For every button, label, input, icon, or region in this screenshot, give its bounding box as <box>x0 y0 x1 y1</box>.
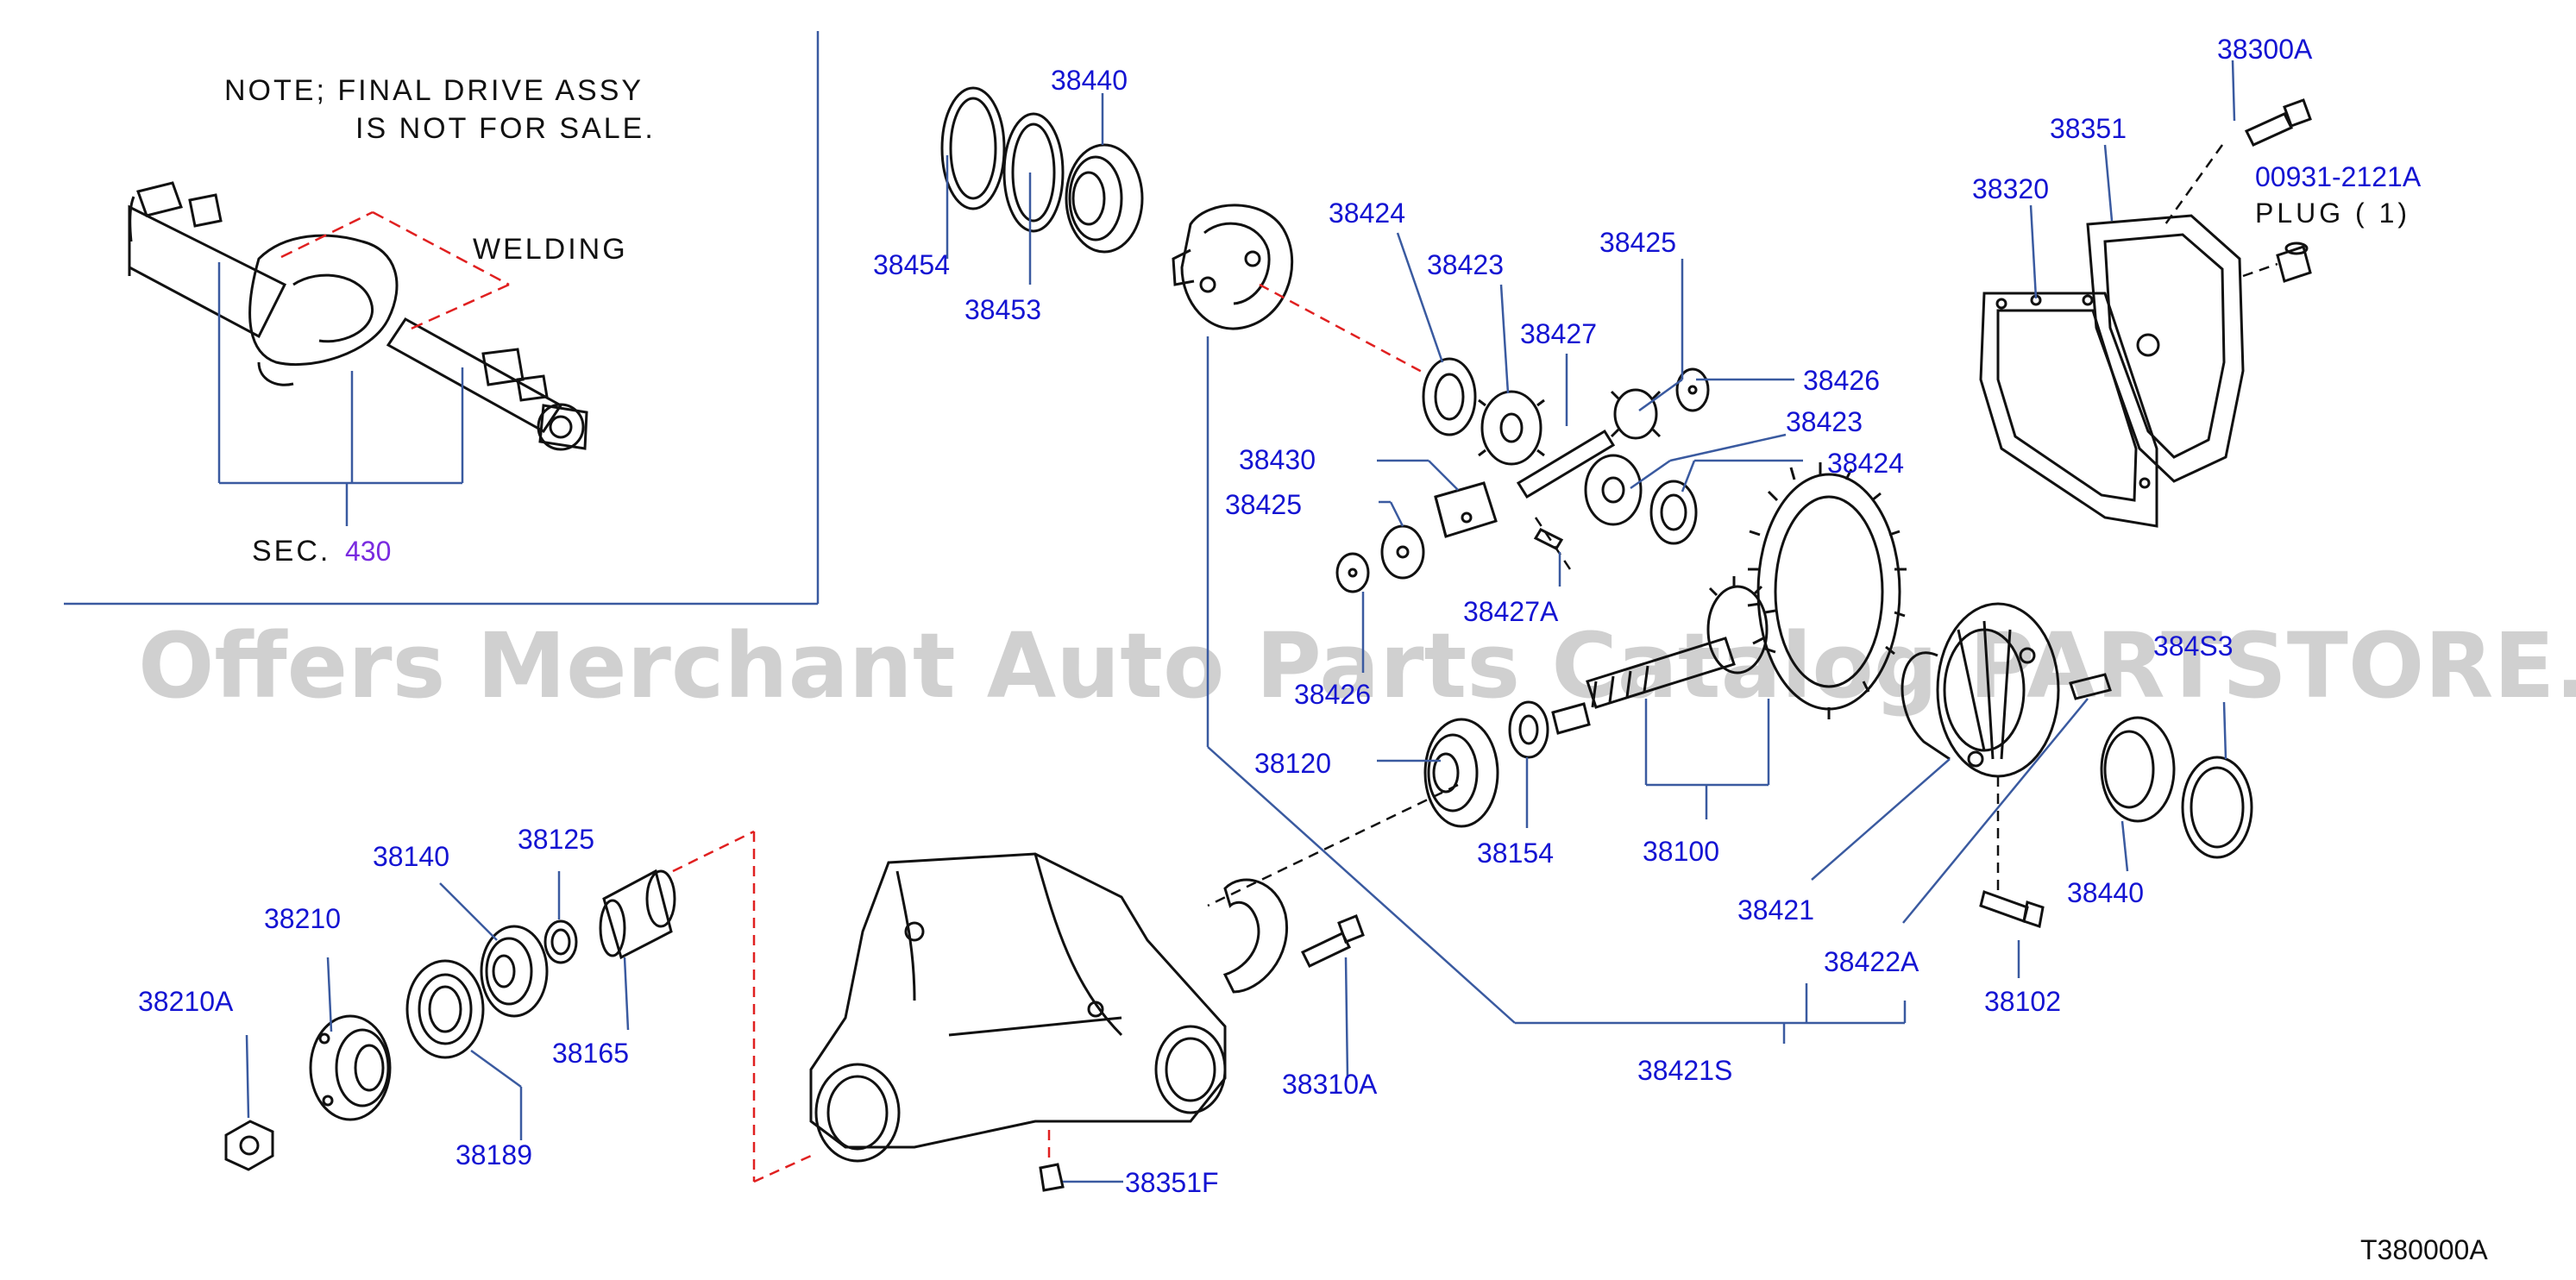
part-label-38424-a[interactable]: 38424 <box>1329 198 1405 229</box>
note-line-2: IS NOT FOR SALE. <box>355 112 656 145</box>
part-label-38351F[interactable]: 38351F <box>1125 1167 1219 1198</box>
part-label-38100[interactable]: 38100 <box>1643 836 1719 867</box>
part-label-38440-b[interactable]: 38440 <box>2067 877 2144 908</box>
pinion-mate-38425-b-drawing <box>1380 524 1425 580</box>
part-label-38351[interactable]: 38351 <box>2050 113 2127 144</box>
watermark-text: Offers Merchant Auto Parts Catalog PARTS… <box>138 613 2576 718</box>
side-gear-38423-a-drawing <box>1478 390 1545 466</box>
welding-label: WELDING <box>473 233 628 266</box>
part-label-38427A[interactable]: 38427A <box>1463 596 1559 627</box>
seal-38453-drawing <box>1002 112 1065 233</box>
seal-38189-drawing <box>405 959 485 1059</box>
block-38430-drawing <box>1434 481 1498 538</box>
part-label-38453-b[interactable]: 384S3 <box>2153 631 2234 662</box>
part-label-38427[interactable]: 38427 <box>1520 318 1597 349</box>
part-label-38102[interactable]: 38102 <box>1984 986 2061 1017</box>
part-label-38421[interactable]: 38421 <box>1737 894 1814 925</box>
part-label-38440-top[interactable]: 38440 <box>1051 65 1128 96</box>
note-panel: NOTE; FINAL DRIVE ASSY IS NOT FOR SALE. … <box>64 31 820 605</box>
bearing-38440-top-drawing <box>1065 143 1144 254</box>
part-label-38430[interactable]: 38430 <box>1239 444 1316 475</box>
bearing-cap-drawing <box>1222 878 1288 994</box>
bolt-38422A-drawing <box>2069 673 2112 700</box>
flange-38210-drawing <box>309 1014 392 1121</box>
shaft-38427-drawing <box>1516 429 1616 499</box>
cover-38351-drawing <box>2086 214 2245 483</box>
part-label-38426-b[interactable]: 38426 <box>1294 679 1371 710</box>
washer-38424-b-drawing <box>1649 480 1698 545</box>
bearing-38140-drawing <box>480 925 549 1018</box>
gasket-38320-drawing <box>1979 292 2158 528</box>
part-label-38165[interactable]: 38165 <box>552 1038 629 1069</box>
part-label-38453[interactable]: 38453 <box>964 294 1041 325</box>
part-drawings <box>224 86 2312 1192</box>
drive-pinion-38100-drawing <box>1586 576 1776 709</box>
seal-38453-b-drawing <box>2181 756 2253 859</box>
figure-code: T380000A <box>2360 1234 2488 1265</box>
part-label-38424-b[interactable]: 38424 <box>1827 448 1904 479</box>
part-label-38300A[interactable]: 38300A <box>2217 34 2313 65</box>
washer-38424-a-drawing <box>1422 357 1477 436</box>
part-label-38210A[interactable]: 38210A <box>138 986 234 1017</box>
sec-label: SEC. <box>252 535 330 568</box>
part-label-38189[interactable]: 38189 <box>456 1139 532 1170</box>
part-label-38320[interactable]: 38320 <box>1972 173 2049 204</box>
part-label-38426-a[interactable]: 38426 <box>1803 365 1880 396</box>
pinion-mate-38425-a-drawing <box>1610 388 1662 440</box>
note-line-1: NOTE; FINAL DRIVE ASSY <box>224 74 644 107</box>
washer-38426-a-drawing <box>1675 367 1710 412</box>
bearing-38440-b-drawing <box>2100 716 2176 823</box>
spacer-38165-drawing <box>599 869 676 960</box>
bearing-38120-drawing <box>1423 718 1499 828</box>
part-label-38454[interactable]: 38454 <box>873 249 950 280</box>
side-gear-38423-b-drawing <box>1584 454 1643 526</box>
nut-38210A-drawing <box>224 1120 274 1171</box>
bolt-38310A-drawing <box>1300 914 1365 968</box>
part-label-38423-b[interactable]: 38423 <box>1786 406 1863 437</box>
axle-housing-drawing <box>128 181 588 451</box>
pin-38427A-drawing <box>1533 528 1564 550</box>
part-label-38140[interactable]: 38140 <box>373 841 449 872</box>
part-label-38210[interactable]: 38210 <box>264 903 341 934</box>
leader-lines <box>245 60 2236 1183</box>
spacer-drawing <box>1551 702 1591 735</box>
plug-code-label[interactable]: 00931-2121A <box>2255 161 2422 192</box>
part-label-38120[interactable]: 38120 <box>1254 748 1331 779</box>
part-label-38422A[interactable]: 38422A <box>1824 946 1919 977</box>
part-label-38310A[interactable]: 38310A <box>1282 1069 1378 1100</box>
plug-label: PLUG ( 1) <box>2255 198 2410 229</box>
sec-430-link[interactable]: 430 <box>345 536 391 567</box>
seal-38454-drawing <box>940 86 1006 210</box>
welding-leader <box>280 210 510 333</box>
carrier-housing-drawing <box>809 852 1227 1163</box>
part-label-38425-b[interactable]: 38425 <box>1225 489 1302 520</box>
washer-38426-b-drawing <box>1335 552 1370 593</box>
bolt-38102-drawing <box>1979 890 2045 928</box>
washer-38125-drawing <box>543 919 578 964</box>
collar-38154-drawing <box>1508 700 1549 759</box>
part-label-38154[interactable]: 38154 <box>1477 838 1554 869</box>
part-label-38125[interactable]: 38125 <box>518 824 594 855</box>
sec-430-leader <box>217 262 464 526</box>
part-label-38423-a[interactable]: 38423 <box>1427 249 1504 280</box>
plug-drawing <box>2276 242 2312 283</box>
diff-case-upper-drawing <box>1172 204 1294 330</box>
plug-38351F-drawing <box>1039 1163 1065 1192</box>
assembly-dashes <box>672 144 2278 1183</box>
part-labels: 38300A 38351 38320 38440 38454 38453 384… <box>138 34 2422 1198</box>
bolt-38300A-drawing <box>2244 98 2312 147</box>
part-label-38421S[interactable]: 38421S <box>1637 1055 1732 1086</box>
part-label-38425-a[interactable]: 38425 <box>1599 227 1676 258</box>
